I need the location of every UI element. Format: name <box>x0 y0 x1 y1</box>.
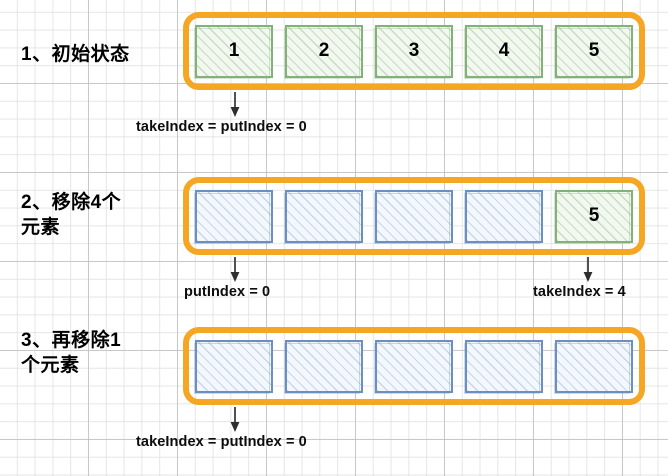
step-2-annotation-0 <box>228 257 242 283</box>
down-arrow-icon <box>230 257 240 282</box>
step-1-cell-3-value: 4 <box>498 40 510 61</box>
step-1-cell-2-value: 3 <box>408 40 420 61</box>
step-1-cell-3: 4 <box>464 24 543 79</box>
step-1-annotation-0 <box>228 92 242 118</box>
step-2-annotation-1-text: takeIndex = 4 <box>533 284 626 300</box>
step-3-annotation-0-text: takeIndex = putIndex = 0 <box>136 434 307 450</box>
step-3-cell-3 <box>464 339 543 394</box>
step-2-annotation-1 <box>581 257 595 283</box>
step-2-label: 2、移除4个 元素 <box>21 192 122 238</box>
step-3-cell-1 <box>284 339 363 394</box>
step-1-cell-4: 5 <box>554 24 633 79</box>
step-3-annotation-0 <box>228 407 242 433</box>
step-2-cell-4: 5 <box>554 189 633 244</box>
step-3-cell-2 <box>374 339 453 394</box>
step-1-label: 1、初始状态 <box>21 44 130 65</box>
step-1-cell-4-value: 5 <box>588 40 600 61</box>
step-1-queue-container: 1 2 3 4 5 <box>183 12 645 90</box>
step-1-cell-2: 3 <box>374 24 453 79</box>
step-1-cell-0-value: 1 <box>228 40 240 61</box>
down-arrow-icon <box>230 92 240 117</box>
step-2-cell-4-value: 5 <box>588 205 600 226</box>
down-arrow-icon <box>583 257 593 282</box>
step-2-queue-container: 5 <box>183 177 645 255</box>
step-1-annotation-0-text: takeIndex = putIndex = 0 <box>136 119 307 135</box>
step-1-cell-1-value: 2 <box>318 40 330 61</box>
down-arrow-icon <box>230 407 240 432</box>
step-3-label: 3、再移除1 个元素 <box>21 330 122 376</box>
step-3-cell-4 <box>554 339 633 394</box>
step-2-cell-2 <box>374 189 453 244</box>
step-2-cell-0 <box>194 189 273 244</box>
step-2-annotation-0-text: putIndex = 0 <box>184 284 271 300</box>
step-1-cell-1: 2 <box>284 24 363 79</box>
step-1-cell-0: 1 <box>194 24 273 79</box>
step-2-cell-1 <box>284 189 363 244</box>
step-2-cell-3 <box>464 189 543 244</box>
step-3-cell-0 <box>194 339 273 394</box>
step-3-queue-container <box>183 327 645 405</box>
